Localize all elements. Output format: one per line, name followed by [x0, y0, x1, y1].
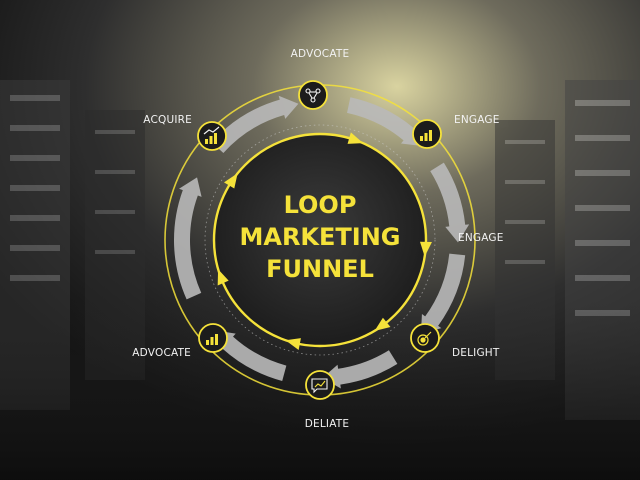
inner-ring: [212, 132, 428, 348]
stage-label-5: ADVOCATE: [132, 347, 191, 359]
flow-arrow-2: [420, 253, 466, 335]
stage-node-advocate-top[interactable]: [298, 80, 328, 110]
inner-direction-marker-1: [419, 241, 432, 257]
stage-label-0: ADVOCATE: [291, 48, 350, 60]
stage-node-engage-upper[interactable]: [412, 119, 442, 149]
flow-arrow-3: [322, 350, 398, 389]
flow-arrow-4: [215, 330, 287, 382]
inner-direction-marker-4: [217, 269, 229, 286]
stage-label-4: DELIATE: [305, 418, 349, 430]
arrow-arcs: [174, 95, 470, 389]
dotted-ring: [204, 124, 436, 356]
inner-direction-marker-2: [374, 317, 391, 331]
center-disc: [214, 134, 426, 346]
inner-ring-markers: [217, 132, 432, 350]
funnel-title: LOOP MARKETING FUNNEL: [239, 191, 400, 283]
title-line-1: LOOP: [284, 191, 357, 219]
growth-chart-icon: [203, 126, 220, 144]
flow-arrow-1: [430, 162, 470, 243]
stage-label-2: ENGAGE: [458, 232, 504, 244]
stage-node-delight[interactable]: [410, 323, 440, 353]
bar-chart-icon: [206, 334, 218, 345]
inner-direction-marker-0: [347, 132, 364, 144]
stage-label-6: ACQUIRE: [143, 114, 192, 126]
target-arrow-icon: [417, 331, 432, 346]
flow-arrow-6: [211, 95, 299, 154]
people-network-icon: [305, 88, 321, 103]
flow-arrow-0: [347, 97, 421, 146]
stage-nodes: ADVOCATE ENGAGE ENGAGE DELIGHT: [132, 48, 503, 430]
stage-node-acquire[interactable]: [197, 121, 227, 151]
title-line-3: FUNNEL: [266, 255, 374, 283]
bar-chart-icon: [420, 130, 432, 141]
stage-label-1: ENGAGE: [454, 114, 500, 126]
inner-direction-marker-5: [223, 173, 238, 189]
stage-node-deliate[interactable]: [305, 370, 335, 400]
title-line-2: MARKETING: [239, 223, 400, 251]
inner-direction-marker-3: [285, 338, 301, 350]
stage-label-3: DELIGHT: [452, 347, 500, 359]
chat-chart-icon: [311, 378, 328, 394]
stage-node-advocate-lower[interactable]: [198, 323, 228, 353]
flow-arrow-5: [174, 177, 202, 300]
